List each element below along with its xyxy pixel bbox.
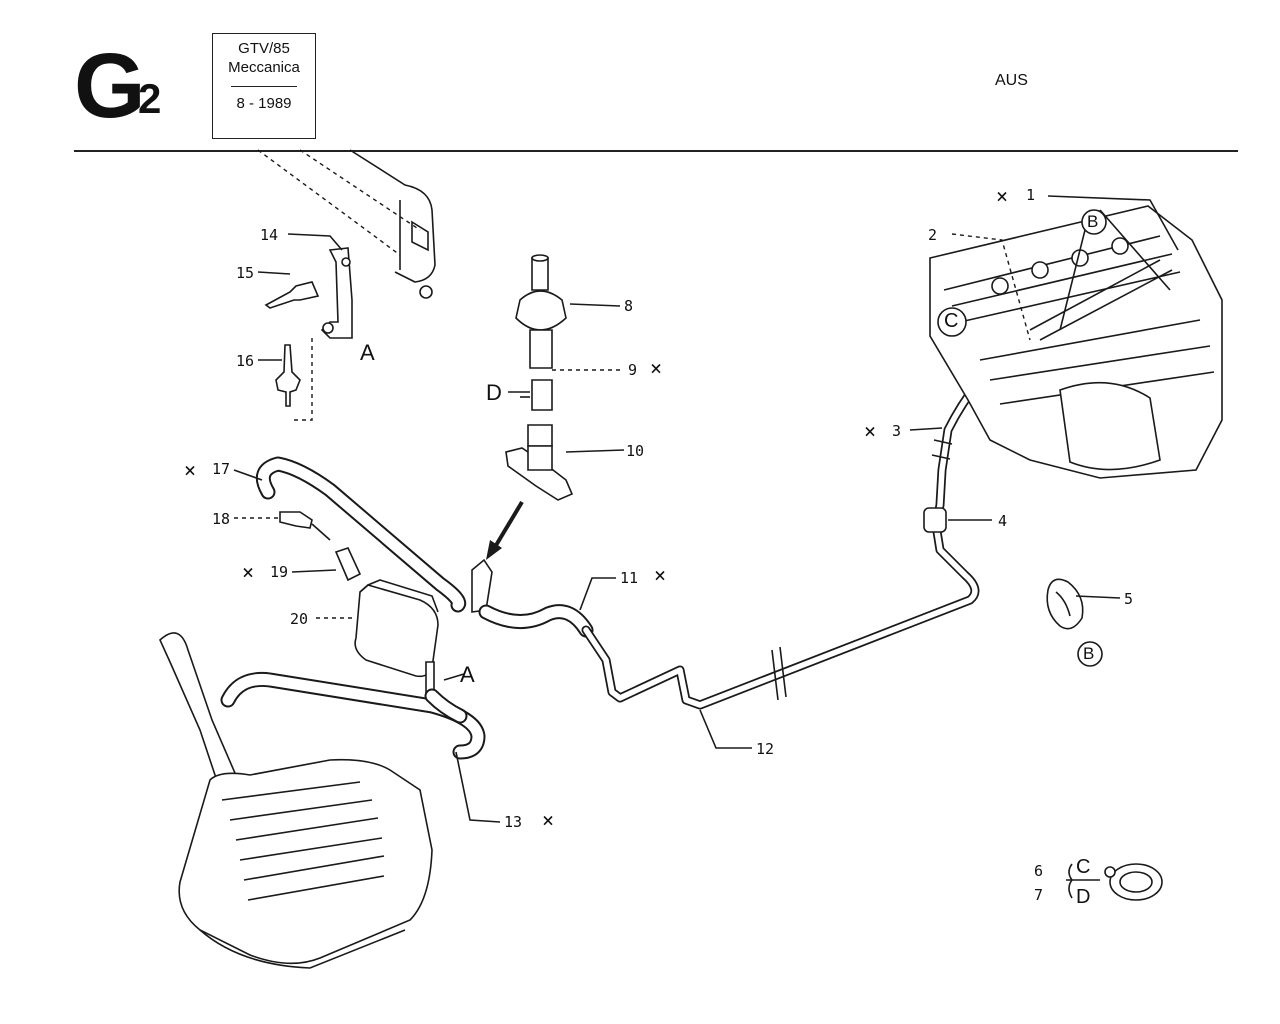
canister-drawing bbox=[354, 579, 439, 697]
detail-circles bbox=[937, 209, 1107, 667]
callout-16: 16 bbox=[236, 352, 255, 370]
callout-17: 17 bbox=[212, 460, 231, 478]
callout-14: 14 bbox=[260, 226, 279, 244]
callout-1: 1 bbox=[1026, 186, 1036, 204]
callout-5: 5 bbox=[1124, 590, 1134, 608]
cross-mark-19: × bbox=[242, 560, 255, 584]
callout-13: 13 bbox=[504, 813, 523, 831]
cross-mark-17: × bbox=[184, 458, 197, 482]
ref-a-upper: A bbox=[360, 340, 375, 365]
cross-mark-11: × bbox=[654, 563, 667, 587]
ref-d-clamp: D bbox=[1076, 886, 1091, 908]
callout-20: 20 bbox=[290, 610, 309, 628]
ref-b-lower: B bbox=[1083, 644, 1095, 663]
fuel-tank-drawing bbox=[159, 632, 486, 969]
cross-mark-1: × bbox=[996, 184, 1009, 208]
clamp-6-7-drawing bbox=[1066, 863, 1163, 901]
hose-17 bbox=[255, 456, 467, 613]
callout-10: 10 bbox=[626, 442, 645, 460]
title-block: GTV/85 Meccanica 8 - 1989 bbox=[212, 33, 316, 139]
callout-4: 4 bbox=[998, 512, 1008, 530]
ref-c-clamp: C bbox=[1076, 856, 1091, 878]
callout-6: 6 bbox=[1034, 862, 1044, 880]
market-code: AUS bbox=[995, 72, 1028, 89]
header-rule bbox=[74, 150, 1238, 152]
ref-a-lower: A bbox=[460, 662, 475, 687]
hose-11 bbox=[471, 558, 594, 638]
callout-7: 7 bbox=[1034, 886, 1044, 904]
callout-15: 15 bbox=[236, 264, 255, 282]
cross-mark-9: × bbox=[650, 356, 663, 380]
leader-lines bbox=[233, 195, 1179, 823]
callout-3: 3 bbox=[892, 422, 902, 440]
callout-2: 2 bbox=[928, 226, 938, 244]
section-number: 2 bbox=[138, 75, 162, 122]
callout-9: 9 bbox=[628, 361, 638, 379]
callout-19: 19 bbox=[270, 563, 289, 581]
callout-11: 11 bbox=[620, 569, 639, 587]
callout-12: 12 bbox=[756, 740, 775, 758]
clip-5-drawing bbox=[1046, 578, 1084, 630]
group-name: Meccanica bbox=[228, 59, 300, 76]
callout-18: 18 bbox=[212, 510, 231, 528]
ref-b-upper: B bbox=[1087, 212, 1099, 231]
small-parts bbox=[279, 511, 362, 582]
engine-drawing bbox=[929, 205, 1223, 479]
body-panel-drawing bbox=[257, 149, 436, 299]
section-letter: G bbox=[74, 35, 146, 137]
cross-mark-13: × bbox=[542, 808, 555, 832]
callout-8: 8 bbox=[624, 297, 634, 315]
cross-mark-3: × bbox=[864, 419, 877, 443]
issue-date: 8 - 1989 bbox=[236, 95, 292, 112]
ref-d-valve: D bbox=[486, 380, 502, 405]
title-block-divider bbox=[231, 86, 297, 87]
bracket-assembly bbox=[264, 247, 353, 421]
model-name: GTV/85 bbox=[238, 40, 290, 57]
valve-stack bbox=[486, 254, 574, 560]
main-pipe bbox=[581, 353, 1005, 710]
ref-c-engine: C bbox=[944, 310, 959, 332]
